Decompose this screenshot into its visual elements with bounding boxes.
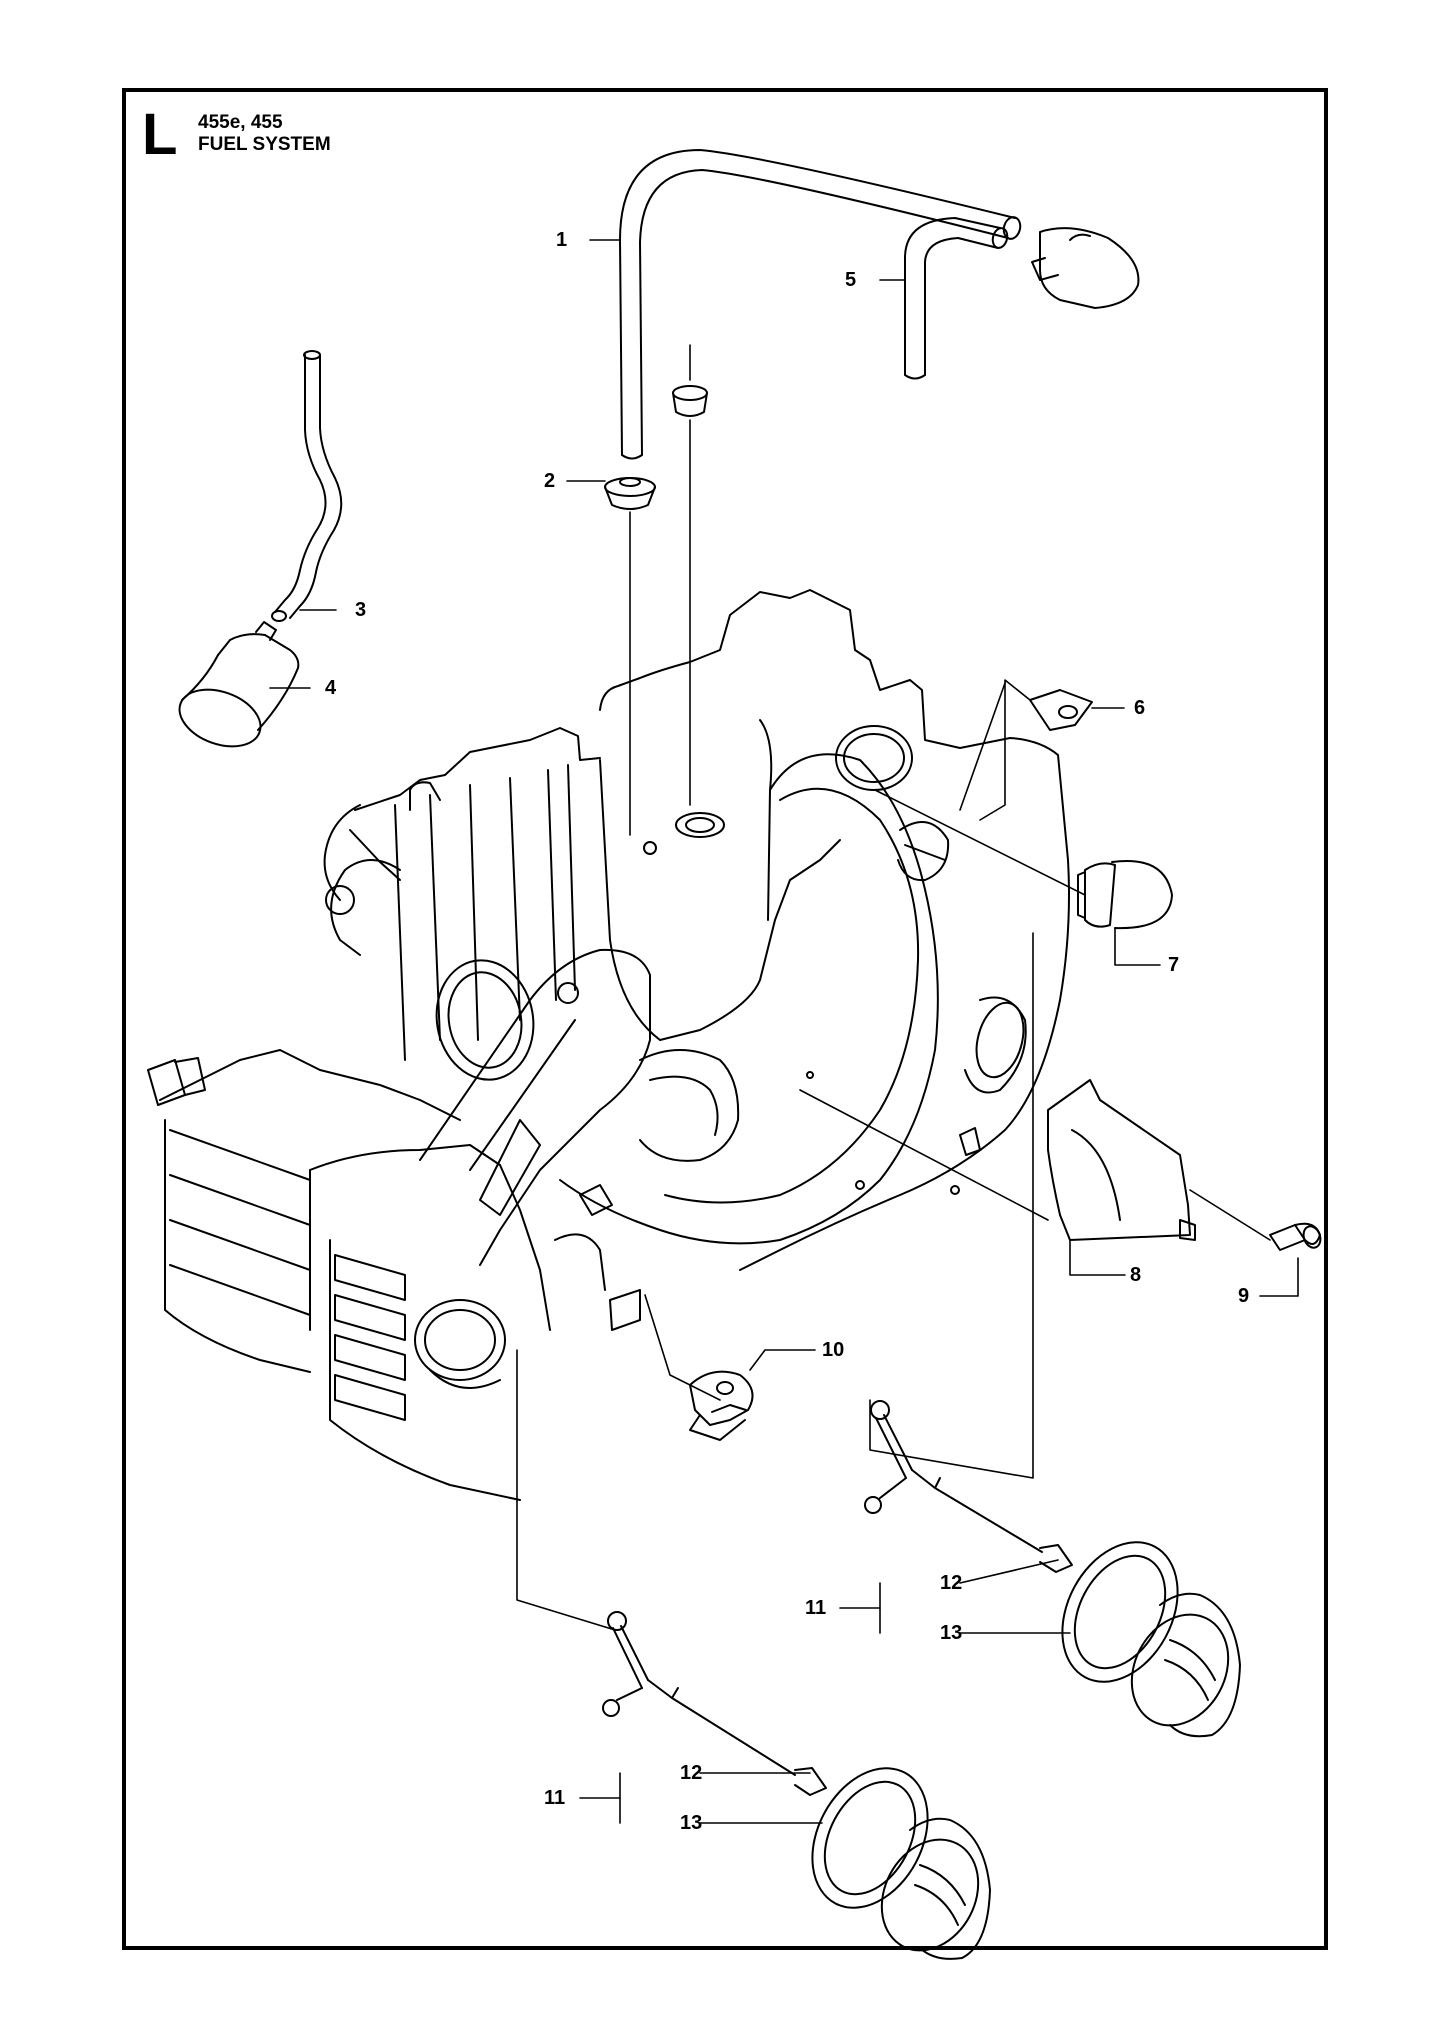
primer-bulb-7 <box>1078 861 1172 928</box>
callout-4: 4 <box>325 677 337 699</box>
screw-9 <box>1270 1224 1323 1250</box>
leader-lines <box>269 239 1299 1824</box>
callout-5: 5 <box>845 269 857 291</box>
crankcase-body <box>148 590 1069 1500</box>
drawing-frame <box>122 88 1328 1950</box>
callout-6: 6 <box>1134 697 1146 719</box>
callout-7: 7 <box>1168 954 1180 976</box>
section-title: FUEL SYSTEM <box>198 134 331 155</box>
callout-2: 2 <box>544 470 556 492</box>
fuel-filter-4 <box>172 622 299 757</box>
callout-8: 8 <box>1130 1264 1142 1286</box>
cap-assembly-lower <box>603 1612 997 1967</box>
sheet-letter: L <box>142 102 178 167</box>
vent-hose-3 <box>272 351 341 621</box>
sheet-title-block: 455e, 455 FUEL SYSTEM <box>198 112 331 156</box>
hose-connector <box>1032 228 1138 308</box>
callout-13-lower: 13 <box>680 1812 703 1834</box>
callout-1: 1 <box>556 229 568 251</box>
fuel-hose-1 <box>620 150 1023 459</box>
fuel-hose-5 <box>905 218 1009 379</box>
cap-assembly-upper <box>865 1401 1247 1742</box>
model-numbers: 455e, 455 <box>198 112 283 133</box>
callout-11-upper: 11 <box>805 1597 827 1619</box>
bracket-10 <box>690 1372 753 1440</box>
callout-13-upper: 13 <box>940 1622 963 1644</box>
cover-8 <box>1048 1080 1195 1240</box>
callout-12-lower: 12 <box>680 1762 703 1784</box>
grommet-2 <box>605 478 655 509</box>
clip-6 <box>1030 690 1092 730</box>
callout-9: 9 <box>1238 1285 1250 1307</box>
callout-12-upper: 12 <box>940 1572 963 1594</box>
callout-10: 10 <box>822 1339 845 1361</box>
callout-3: 3 <box>355 599 367 621</box>
callout-11-lower: 11 <box>544 1787 566 1809</box>
grommet-upper <box>673 386 707 416</box>
